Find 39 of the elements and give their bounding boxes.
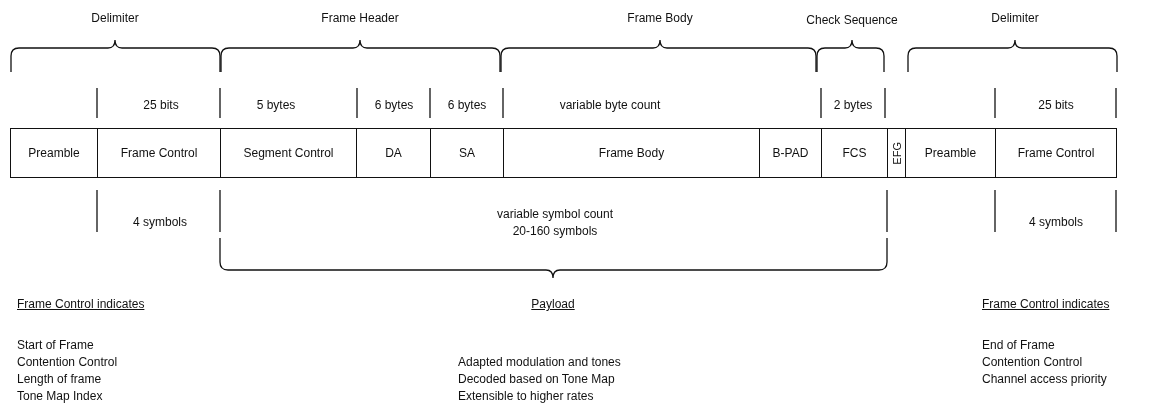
field-size-label: 6 bytes [447,98,487,112]
frame-field-cell: DA [356,128,431,178]
bracket-label: Delimiter [91,11,139,25]
note-text: Contention Control [17,355,118,369]
frame-field-cell: EFG [887,128,906,178]
field-size-label: 5 bytes [256,98,296,112]
field-size-label: 2 bytes [833,98,873,112]
field-size-label: 6 bytes [374,98,414,112]
field-size-label: 25 bits [143,98,179,112]
field-size-label: variable byte count [559,98,661,112]
section-heading: Payload [531,297,575,311]
frame-field-cell: B-PAD [759,128,822,178]
frame-field-cell: Segment Control [220,128,357,178]
note-text: Extensible to higher rates [458,389,594,403]
note-text: Tone Map Index [17,389,103,403]
frame-field-cell: Preamble [10,128,98,178]
symbol-count-label: 4 symbols [133,215,187,229]
bracket-label: Frame Header [321,11,399,25]
field-size-label: 25 bits [1038,98,1074,112]
frame-field-cell: Frame Body [503,128,760,178]
note-text: Adapted modulation and tones [458,355,621,369]
note-text: Contention Control [982,355,1083,369]
symbol-count-label: 4 symbols [1029,215,1083,229]
section-heading: Frame Control indicates [982,297,1110,311]
frame-field-cell: FCS [821,128,888,178]
note-text: Decoded based on Tone Map [458,372,615,386]
note-text: Length of frame [17,372,102,386]
note-text: Start of Frame [17,338,94,352]
bracket-label: Delimiter [991,11,1039,25]
bracket-label: Check Sequence [806,13,898,27]
frame-field-cell: Frame Control [995,128,1117,178]
frame-field-cell: Frame Control [97,128,221,178]
frame-field-cell: Preamble [905,128,996,178]
frame-field-cell: SA [430,128,504,178]
note-text: End of Frame [982,338,1055,352]
symbol-count-label: variable symbol count 20-160 symbols [495,206,615,240]
bracket-label: Frame Body [627,11,693,25]
note-text: Channel access priority [982,372,1107,386]
section-heading: Frame Control indicates [17,297,145,311]
